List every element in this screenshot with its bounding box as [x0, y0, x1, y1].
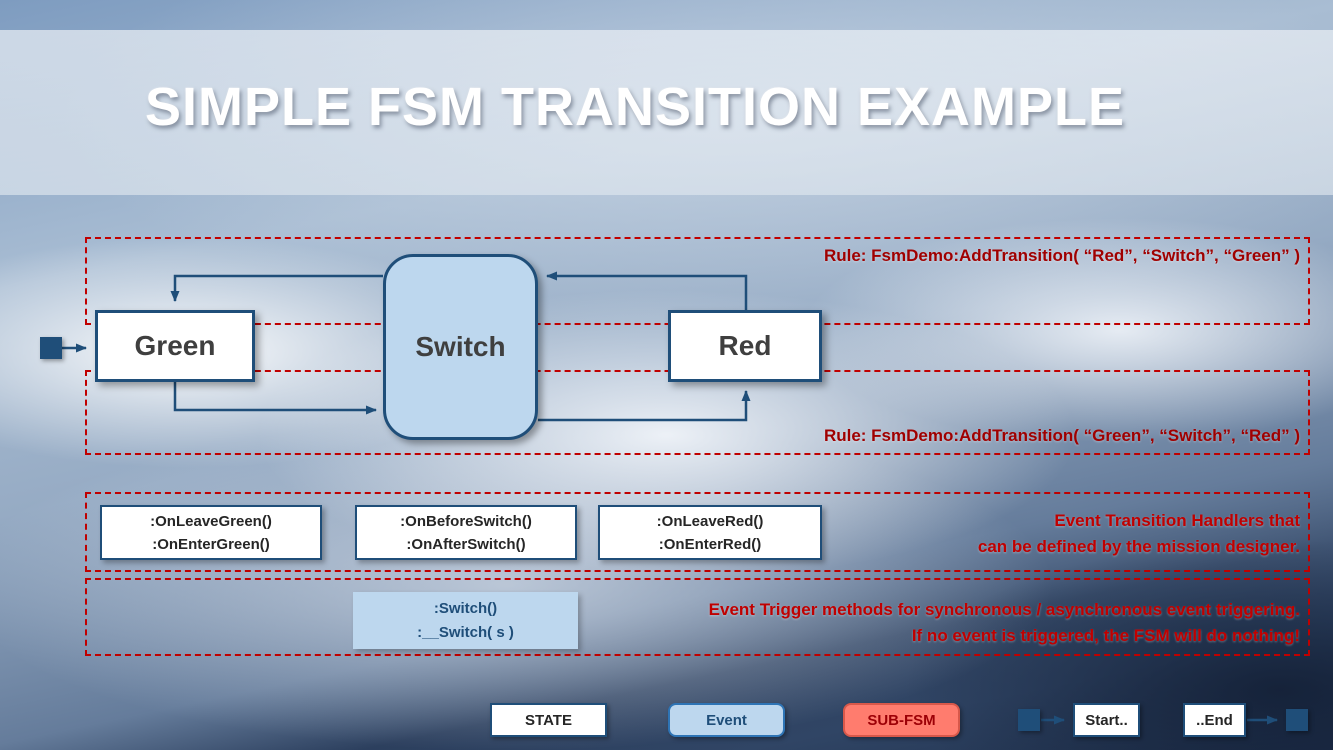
event-box-switch: Switch	[383, 254, 538, 440]
legend-subfsm-label: SUB-FSM	[867, 711, 936, 729]
triggers-note-line-2: If no event is triggered, the FSM will d…	[911, 626, 1300, 645]
legend-subfsm-box: SUB-FSM	[843, 703, 960, 737]
handler-switch-line-1: :OnBeforeSwitch()	[400, 512, 532, 530]
handler-box-green: :OnLeaveGreen() :OnEnterGreen()	[100, 505, 322, 560]
legend-end-square	[1286, 709, 1308, 731]
trigger-box-switch: :Switch() :__Switch( s )	[353, 592, 578, 649]
slide-title: SIMPLE FSM TRANSITION EXAMPLE	[145, 77, 1126, 137]
start-marker-square	[40, 337, 62, 359]
triggers-note: Event Trigger methods for synchronous / …	[709, 597, 1300, 649]
trigger-line-1: :Switch()	[433, 599, 498, 617]
state-box-red: Red	[668, 310, 822, 382]
handler-box-switch: :OnBeforeSwitch() :OnAfterSwitch()	[355, 505, 577, 560]
handler-box-red: :OnLeaveRed() :OnEnterRed()	[598, 505, 822, 560]
event-label-switch: Switch	[415, 331, 506, 362]
handler-green-line-1: :OnLeaveGreen()	[150, 512, 272, 530]
handler-green-line-2: :OnEnterGreen()	[152, 535, 270, 553]
state-box-green: Green	[95, 310, 255, 382]
legend-end-box: ..End	[1183, 703, 1246, 737]
rule-text-green-switch-red: Rule: FsmDemo:AddTransition( “Green”, “S…	[823, 426, 1300, 445]
handlers-note: Event Transition Handlers that can be de…	[978, 508, 1300, 560]
legend-event-label: Event	[706, 711, 747, 729]
handlers-region	[85, 492, 1310, 572]
handler-red-line-1: :OnLeaveRed()	[656, 512, 764, 530]
handler-red-line-2: :OnEnterRed()	[658, 535, 762, 553]
legend-start-box: Start..	[1073, 703, 1140, 737]
legend-end-label: ..End	[1196, 711, 1233, 729]
handler-switch-line-2: :OnAfterSwitch()	[406, 535, 526, 553]
legend-event-box: Event	[668, 703, 785, 737]
state-label-red: Red	[718, 330, 772, 361]
legend-state-label: STATE	[525, 711, 572, 729]
legend-start-label: Start..	[1085, 711, 1128, 729]
triggers-region	[85, 578, 1310, 656]
legend-start-square	[1018, 709, 1040, 731]
state-label-green: Green	[134, 330, 216, 361]
legend-state-box: STATE	[490, 703, 607, 737]
rule-text-red-switch-green: Rule: FsmDemo:AddTransition( “Red”, “Swi…	[823, 246, 1300, 265]
trigger-line-2: :__Switch( s )	[417, 623, 514, 641]
handlers-note-line-1: Event Transition Handlers that	[1054, 511, 1300, 530]
handlers-note-line-2: can be defined by the mission designer.	[977, 537, 1300, 556]
title-band: SIMPLE FSM TRANSITION EXAMPLE	[0, 30, 1333, 195]
triggers-note-line-1: Event Trigger methods for synchronous / …	[708, 600, 1300, 619]
